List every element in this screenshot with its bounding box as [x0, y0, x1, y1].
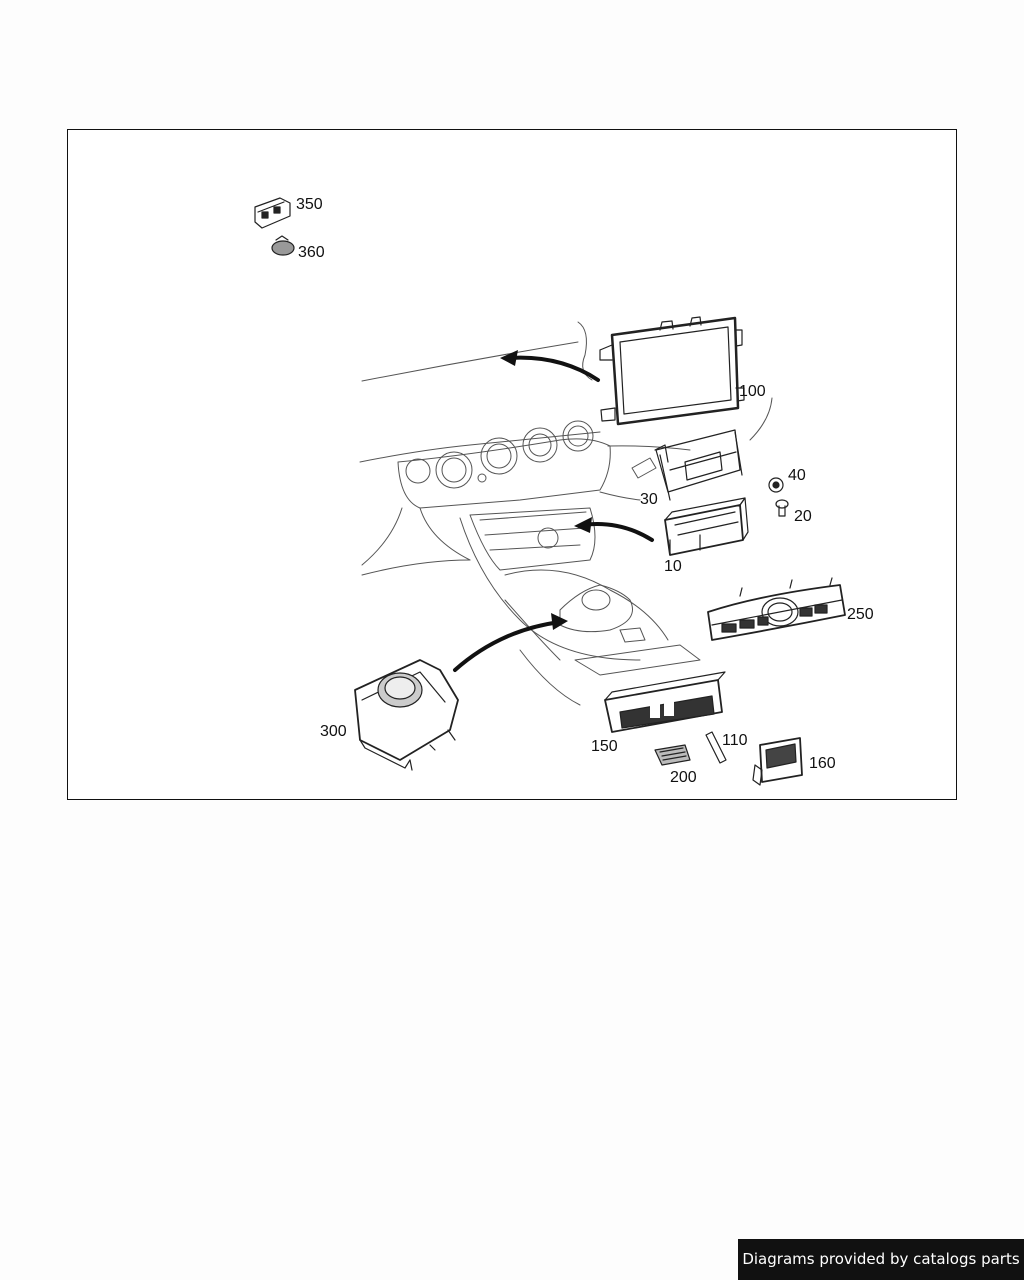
label-200: 200: [670, 769, 697, 786]
part-350-drawing: [254, 197, 291, 229]
label-10: 10: [664, 558, 682, 575]
part-10-drawing: [664, 497, 749, 556]
part-160-drawing: [752, 737, 803, 786]
credit-banner: Diagrams provided by catalogs parts: [738, 1239, 1024, 1280]
part-200-drawing: [654, 744, 691, 766]
arrow-heads: [500, 350, 592, 630]
diagram-frame: [67, 129, 957, 800]
label-250: 250: [847, 606, 874, 623]
part-20-drawing: [775, 499, 789, 517]
part-110-drawing: [705, 731, 727, 764]
part-360-drawing: [271, 235, 295, 256]
label-300: 300: [320, 723, 347, 740]
part-30-drawing: [654, 429, 743, 501]
label-40: 40: [788, 467, 806, 484]
dashboard-outline: [359, 321, 773, 706]
part-300-drawing: [354, 659, 459, 771]
label-150: 150: [591, 738, 618, 755]
part-labels: 350 360 100 30 40 20 10 250 300 150 110 …: [296, 196, 874, 786]
label-100: 100: [739, 383, 766, 400]
label-20: 20: [794, 508, 812, 525]
label-350: 350: [296, 196, 323, 213]
part-100-drawing: [599, 316, 745, 426]
part-150-drawing: [604, 671, 726, 733]
arrow-to-center-stack: [580, 522, 654, 542]
part-40-drawing: [768, 477, 784, 493]
arrow-to-console: [453, 620, 562, 672]
label-360: 360: [298, 244, 325, 261]
label-30: 30: [640, 491, 658, 508]
label-110: 110: [722, 732, 748, 749]
arrow-to-dashboard: [508, 355, 600, 382]
label-160: 160: [809, 755, 836, 772]
part-250-drawing: [707, 577, 846, 641]
